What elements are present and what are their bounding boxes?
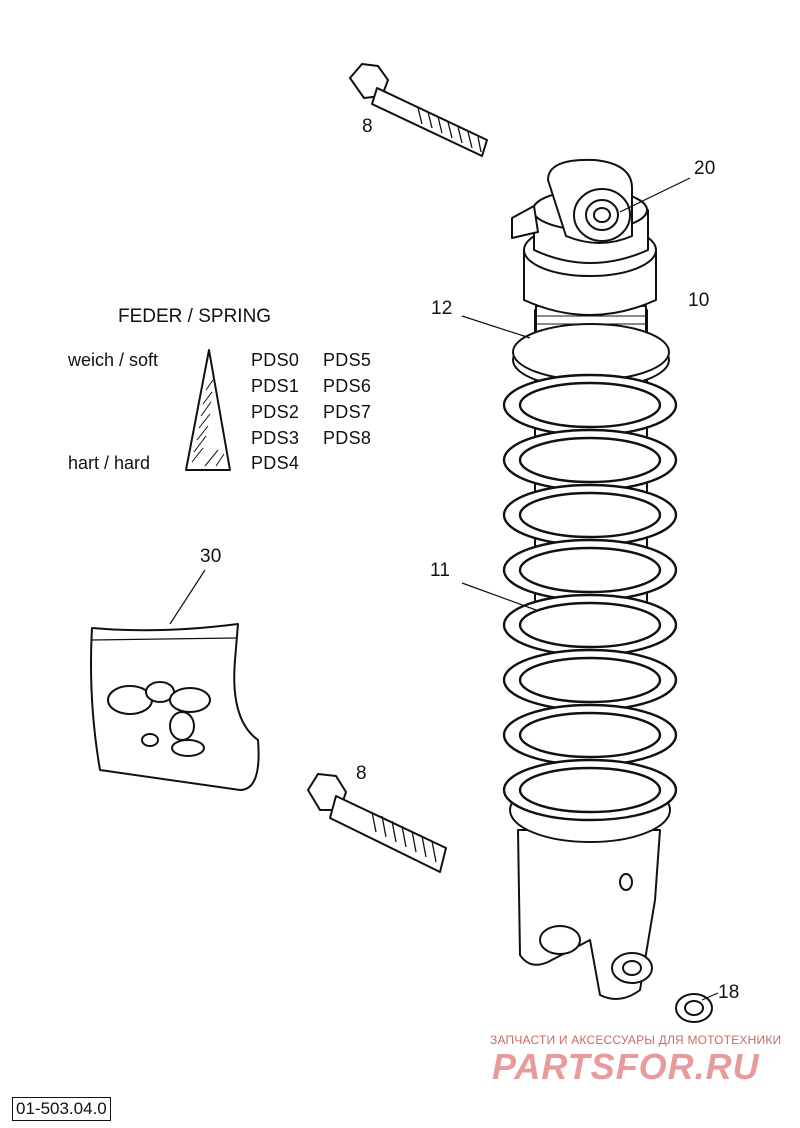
drawing-code: 01-503.04.0: [12, 1097, 111, 1121]
callout-18: 18: [718, 982, 740, 1003]
threaded-collar: [512, 305, 670, 389]
leader-20: [619, 177, 691, 213]
hardness-wedge: [185, 349, 231, 471]
callout-8-top: 8: [362, 116, 373, 137]
spring-code: PDS6: [323, 376, 372, 396]
spring-code: PDS0: [251, 350, 300, 370]
leader-12: [461, 315, 531, 339]
callout-12: 12: [431, 298, 453, 319]
hard-label: hart / hard: [68, 453, 151, 473]
spring-code: PDS4: [251, 453, 300, 473]
watermark-logo: PARTSFOR.RU: [492, 1046, 760, 1087]
callout-11: 11: [430, 560, 451, 581]
eye-bushing: [573, 188, 631, 242]
spring-code: PDS5: [323, 350, 372, 370]
spring-legend-title: FEDER / SPRING: [118, 306, 272, 327]
seal-kit-bag: [90, 623, 260, 791]
callout-10: 10: [688, 290, 710, 311]
bottom-bolt: [307, 773, 447, 873]
callout-30: 30: [200, 546, 222, 567]
spring-coils: [502, 373, 678, 822]
top-bolt: [349, 63, 488, 157]
spring-code: PDS8: [323, 428, 372, 448]
leader-18: [701, 992, 719, 1001]
spring-code: PDS7: [323, 402, 372, 422]
top-head: [511, 158, 657, 316]
cap-part: [675, 993, 713, 1023]
soft-label: weich / soft: [68, 350, 159, 370]
spring-code: PDS2: [251, 402, 300, 422]
watermark-caption: ЗАПЧАСТИ И АКСЕССУАРЫ ДЛЯ МОТОТЕХНИКИ: [490, 1033, 782, 1047]
callout-20: 20: [694, 158, 716, 179]
leader-11: [461, 582, 537, 611]
lower-clevis: [517, 829, 661, 1000]
spring-code: PDS1: [251, 376, 300, 396]
spring-code: PDS3: [251, 428, 300, 448]
callout-8-bottom: 8: [356, 763, 367, 784]
leader-30: [169, 569, 206, 625]
